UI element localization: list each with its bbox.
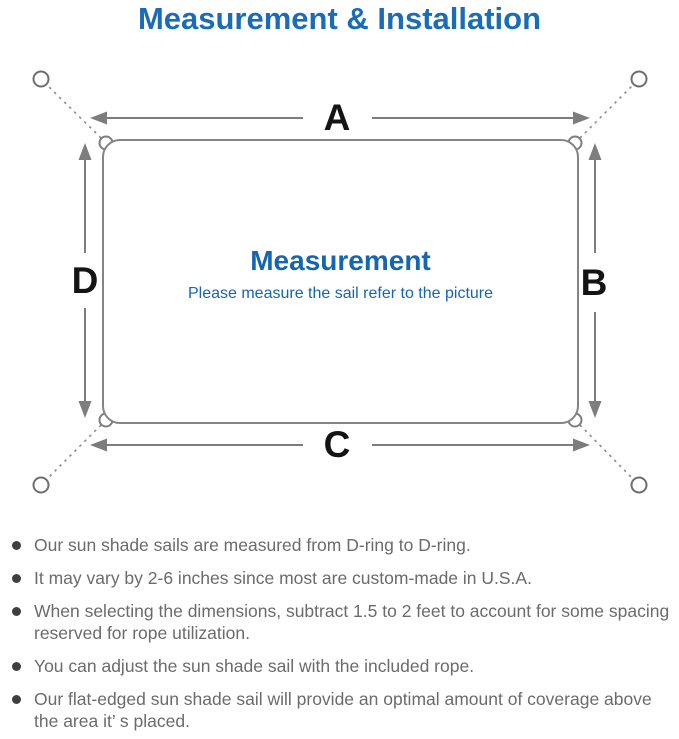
list-item: It may vary by 2-6 inches since most are… [10, 567, 672, 589]
corner-dashed-lines [46, 84, 634, 480]
note-text: Our sun shade sails are measured from D-… [34, 535, 471, 555]
note-text: When selecting the dimensions, subtract … [34, 601, 670, 643]
anchor-rings [32, 70, 648, 494]
note-text: Our flat-edged sun shade sail will provi… [34, 689, 652, 731]
diagram-center-title: Measurement [250, 245, 431, 276]
dimension-arrow-b [588, 143, 602, 418]
dimension-arrow-a [90, 111, 590, 125]
anchor-ring-icon [630, 476, 648, 494]
bullet-dot-icon [12, 662, 21, 671]
list-item: Our flat-edged sun shade sail will provi… [10, 688, 672, 732]
bullet-dot-icon [12, 574, 21, 583]
dashed-line-top-right [579, 84, 634, 139]
dimension-arrow-d [78, 143, 92, 418]
dimension-arrow-c [90, 438, 590, 452]
dimension-label-a: A [323, 97, 351, 138]
measurement-notes-list: Our sun shade sails are measured from D-… [10, 534, 672, 739]
diagram-center-text: Measurement Please measure the sail refe… [103, 245, 578, 303]
bullet-dot-icon [12, 541, 21, 550]
list-item: Our sun shade sails are measured from D-… [10, 534, 672, 556]
dashed-line-top-left [46, 84, 102, 139]
dimension-label-c: C [323, 424, 351, 465]
note-text: It may vary by 2-6 inches since most are… [34, 568, 532, 588]
list-item: You can adjust the sun shade sail with t… [10, 655, 672, 677]
anchor-ring-icon [32, 70, 50, 88]
sail-outline [102, 139, 579, 424]
dimension-label-d: D [71, 260, 99, 301]
anchor-ring-icon [630, 70, 648, 88]
note-text: You can adjust the sun shade sail with t… [34, 656, 475, 676]
bullet-dot-icon [12, 607, 21, 616]
list-item: When selecting the dimensions, subtract … [10, 600, 672, 644]
dashed-line-bottom-left [46, 424, 102, 480]
diagram-center-subtitle: Please measure the sail refer to the pic… [187, 285, 494, 302]
dashed-line-bottom-right [579, 424, 634, 480]
anchor-ring-icon [32, 476, 50, 494]
page-title: Measurement & Installation [137, 1, 542, 36]
bullet-dot-icon [12, 695, 21, 704]
dimension-label-b: B [580, 262, 608, 303]
